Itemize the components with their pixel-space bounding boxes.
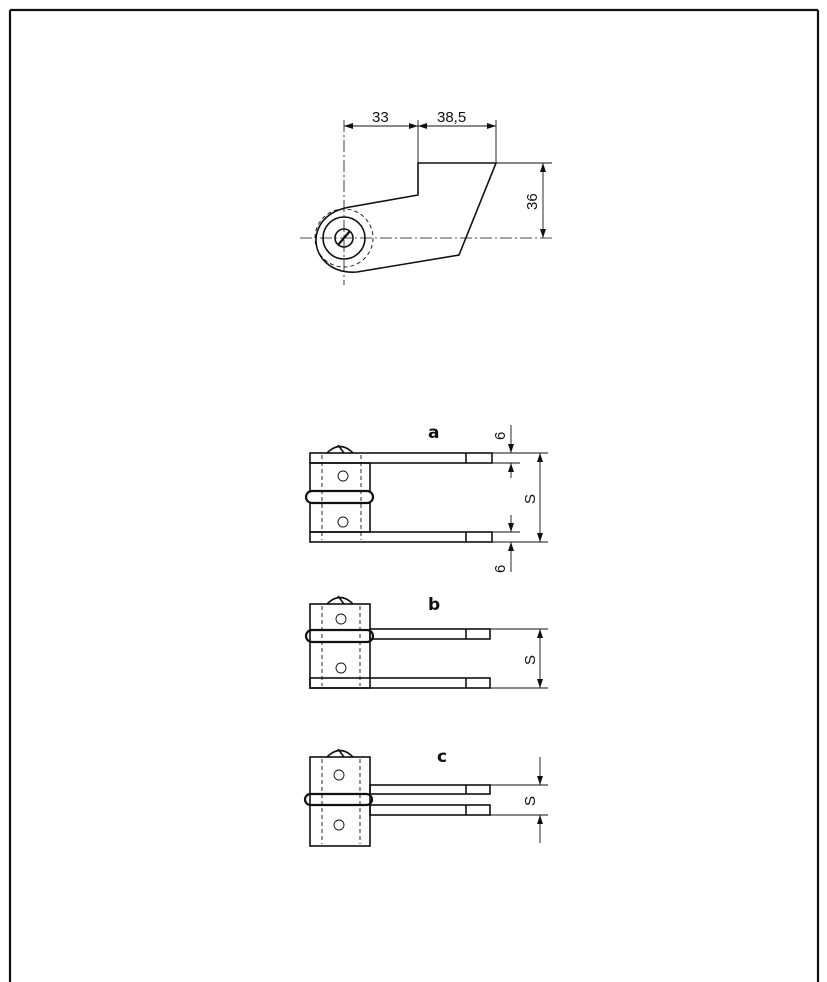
dim-6-top: 6 [492, 432, 509, 440]
dim-6-bottom: 6 [492, 565, 509, 573]
variant-label-a: a [428, 423, 439, 443]
dim-38-5: 38,5 [437, 109, 466, 126]
variant-c: c S [303, 747, 548, 847]
lever-top-view: 33 38,5 36 [300, 109, 552, 285]
dim-s-b: S [522, 655, 539, 665]
variant-a: a 6 [304, 423, 548, 573]
dim-36: 36 [524, 193, 541, 210]
dim-s-c: S [522, 796, 539, 806]
variant-label-b: b [428, 595, 440, 615]
variant-b: b S [304, 595, 548, 689]
variant-label-c: c [437, 747, 447, 767]
page-frame [8, 8, 820, 982]
dim-33: 33 [372, 109, 389, 126]
dim-s-a: S [522, 494, 539, 504]
